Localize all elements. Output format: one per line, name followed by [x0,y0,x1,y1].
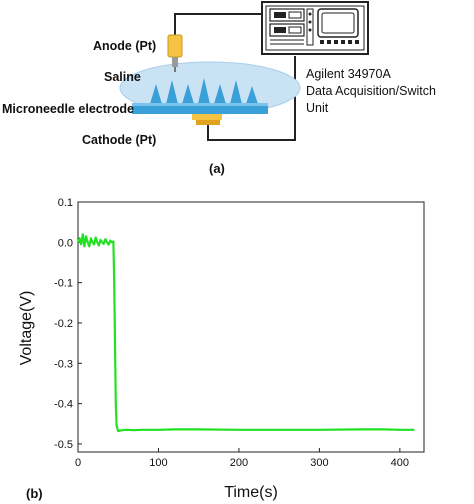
anode-label: Anode (Pt) [93,39,156,53]
x-tick-label: 0 [75,457,81,469]
panel-a-caption: (a) [209,161,225,176]
y-axis-ticks: 0.1 0.0 -0.1 -0.2 -0.3 -0.4 -0.5 [54,197,82,451]
instrument-label-line3: Unit [306,101,329,115]
microneedle-array [150,78,258,104]
y-tick-label: -0.3 [54,358,73,370]
y-tick-label: 0.1 [58,197,73,209]
y-tick-label: -0.5 [54,439,73,451]
x-tick-label: 400 [391,457,409,469]
y-tick-label: 0.0 [58,237,73,249]
saline-label: Saline [104,70,141,84]
anode-tip [172,57,178,67]
x-axis-label: Time(s) [224,484,278,501]
panel-a-schematic: Anode (Pt) Saline Microneedle electrode … [2,1,436,176]
instrument-screen [317,8,359,38]
x-axis-ticks: 0 100 200 300 400 [75,448,409,469]
anode-body [167,34,183,58]
agilent-instrument [261,1,369,55]
panel-b-caption: (b) [26,486,43,501]
series-line [76,233,415,433]
y-tick-label: -0.2 [54,318,73,330]
instrument-label-line2: Data Acquisition/Switch [306,84,436,98]
cathode-wire [207,56,296,141]
y-tick-label: -0.1 [54,278,73,290]
microneedle-label: Microneedle electrode [2,102,134,116]
cathode-plate [192,114,222,120]
plot-frame [77,201,425,453]
voltage-chart: 0.1 0.0 -0.1 -0.2 -0.3 -0.4 -0.5 0 100 200 300 400… [18,197,425,501]
instrument-label-line1: Agilent 34970A [306,67,391,81]
instrument-inner [265,5,365,51]
anode-wire [174,13,262,38]
electrode-base-highlight [132,103,268,106]
x-tick-label: 300 [310,457,328,469]
cathode-label: Cathode (Pt) [82,133,156,147]
y-tick-label: -0.4 [54,399,73,411]
cathode-bar [196,120,220,125]
x-tick-label: 200 [230,457,248,469]
x-tick-label: 100 [149,457,167,469]
electrode-base [132,103,268,114]
y-axis-label: Voltage(V) [18,291,35,366]
